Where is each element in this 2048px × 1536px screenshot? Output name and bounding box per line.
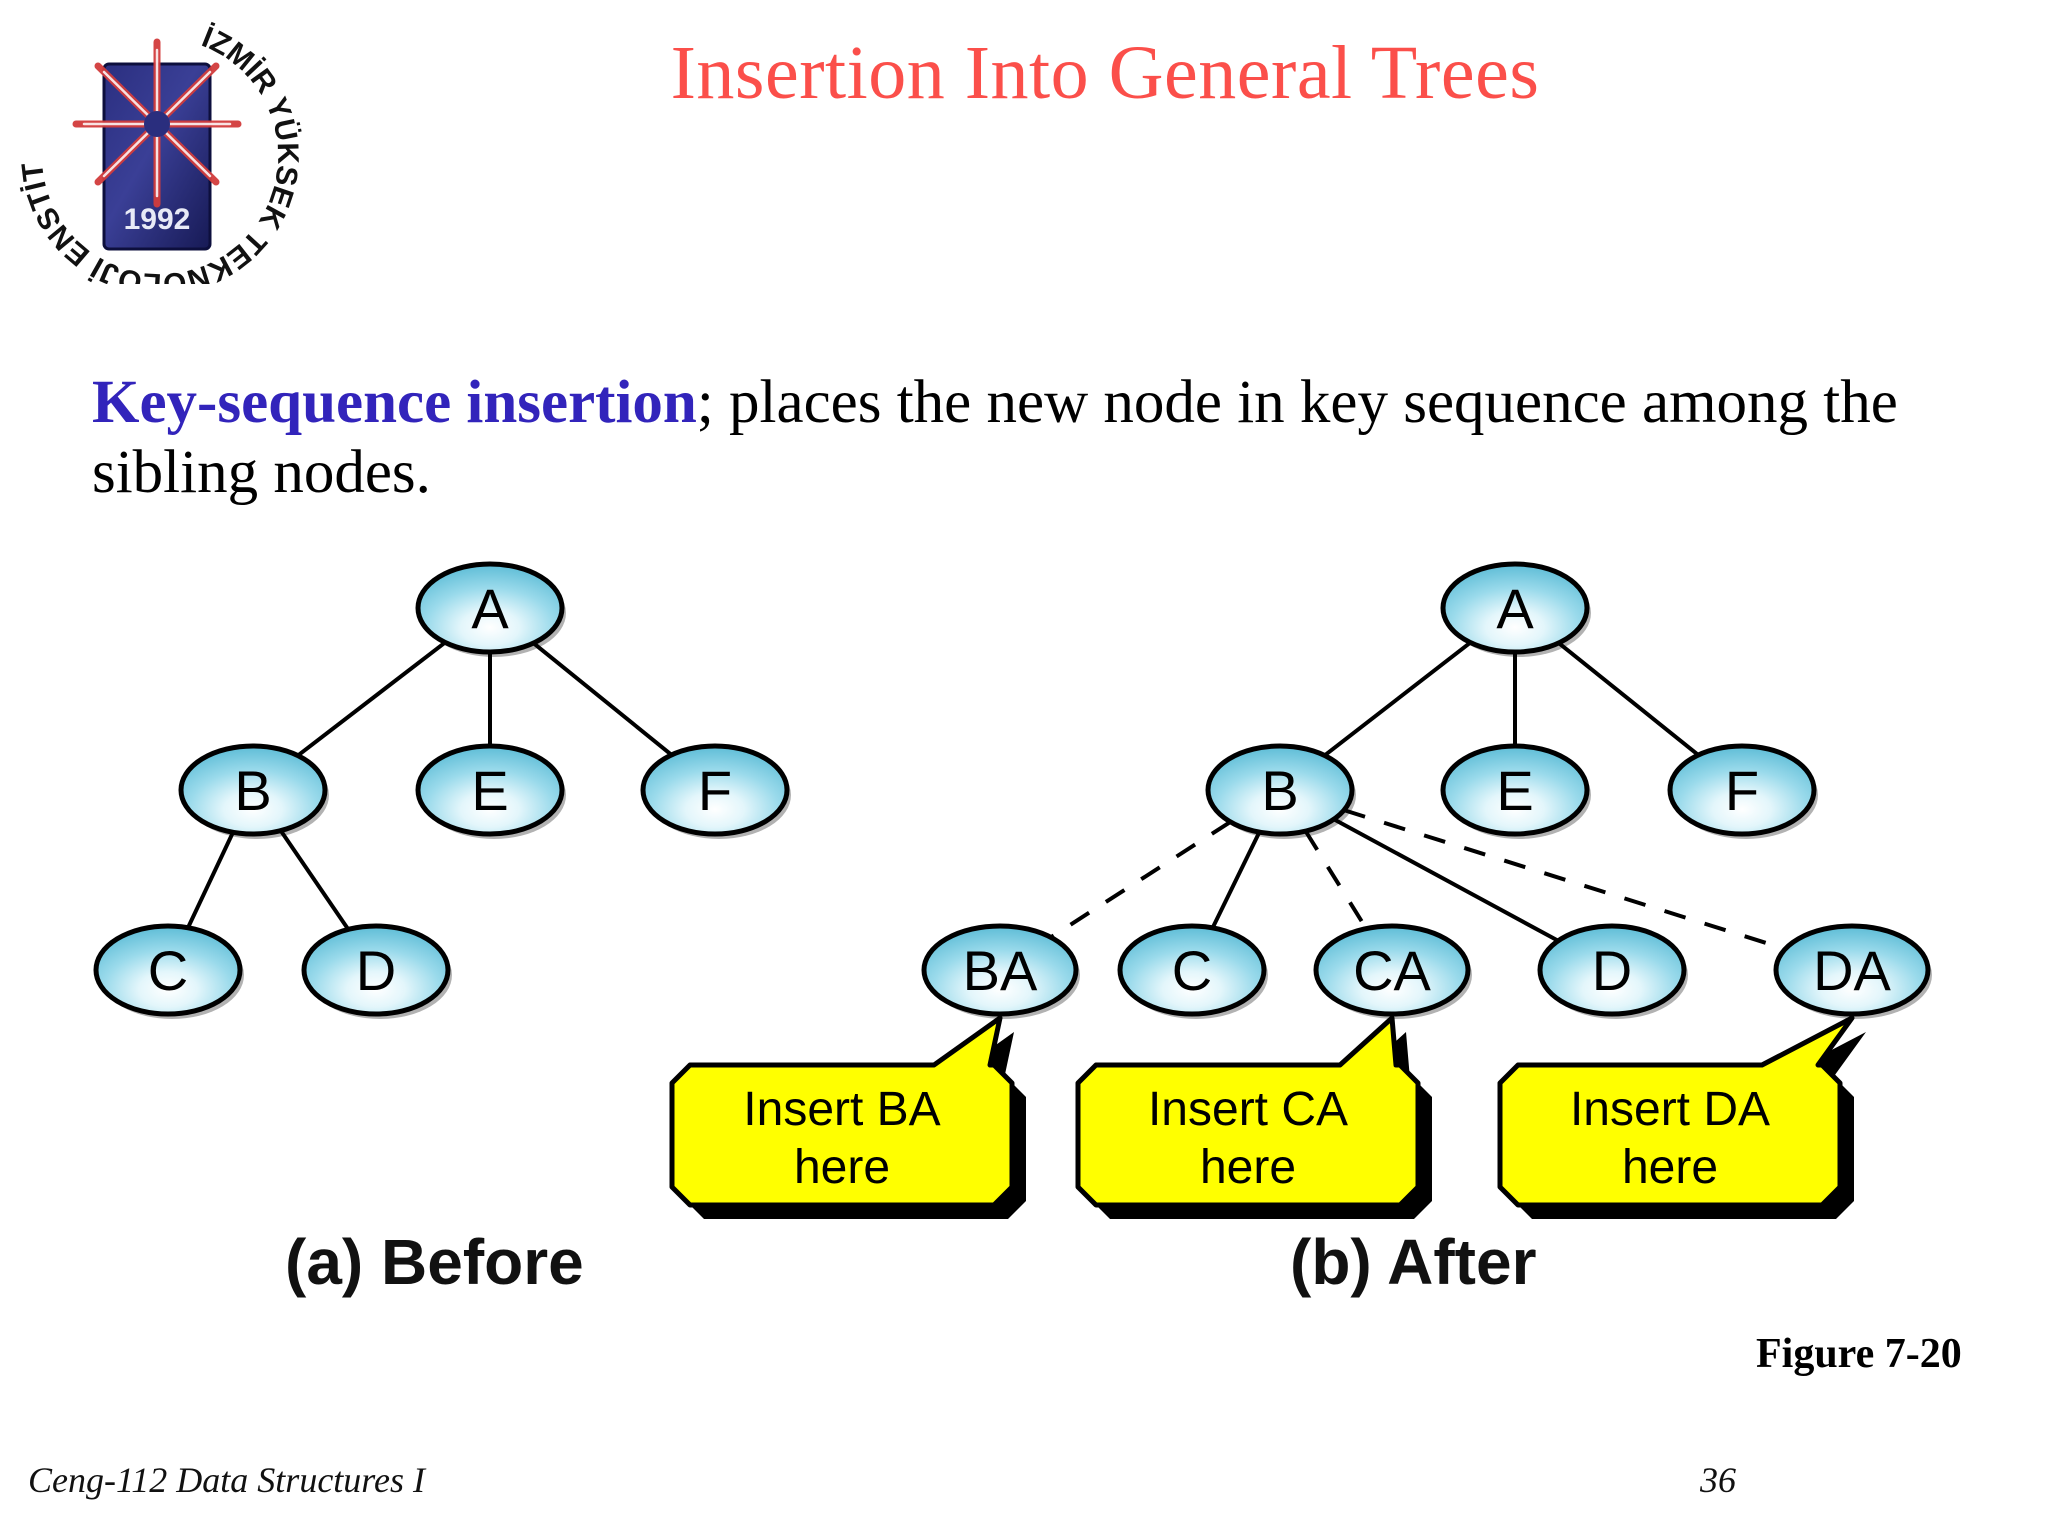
caption-before: (a) Before [285,1226,584,1298]
tree-node-before-d: D [301,923,452,1019]
tree-edge-b-c [1210,831,1262,929]
tree-node-label: B [234,759,271,822]
tree-node-after-da: DA [1773,923,1932,1019]
footer-page-number: 36 [1700,1460,1736,1500]
tree-node-label: DA [1813,939,1891,1002]
tree-node-before-b: B [178,743,329,839]
tree-node-after-f: F [1667,743,1818,839]
tree-node-before-c: C [93,923,244,1019]
tree-edge-b-c [186,831,235,929]
body-lead-term: Key-sequence insertion [92,369,697,436]
tree-node-after-e: E [1440,743,1591,839]
tree-node-label: A [1496,577,1534,640]
tree-node-label: C [1172,939,1212,1002]
page-title: Insertion Into General Trees [670,31,1540,115]
tree-node-label: E [1496,759,1533,822]
callout-line-2: here [1200,1141,1296,1194]
tree-node-after-a: A [1440,561,1591,657]
tree-edge-a-f [1557,641,1700,757]
tree-edge-b-ba [1049,820,1232,939]
callout-line-1: Insert DA [1570,1083,1770,1136]
tree-node-after-d: D [1537,923,1688,1019]
tree-edges [186,640,1786,951]
tree-node-before-f: F [640,743,791,839]
tree-edge-b-ca [1303,830,1368,930]
tree-edge-b-d [279,829,350,931]
tree-node-after-c: C [1117,923,1268,1019]
tree-node-label: A [471,577,509,640]
callout-line-2: here [1622,1141,1718,1194]
figure-number-label: Figure 7-20 [1756,1331,1962,1377]
tree-edge-b-da [1343,808,1786,951]
tree-node-before-e: E [415,743,566,839]
tree-edge-a-f [532,641,673,757]
tree-node-after-ba: BA [921,923,1080,1019]
tree-node-label: B [1261,759,1298,822]
logo-year: 1992 [124,203,191,236]
caption-after: (b) After [1290,1226,1537,1298]
callout-line-1: Insert BA [743,1083,940,1136]
tree-node-label: BA [963,939,1038,1002]
callout-line-2: here [794,1141,890,1194]
body-paragraph: Key-sequence insertion; places the new n… [92,368,1982,507]
tree-node-before-a: A [415,561,566,657]
body-rest-text: ; places the new node in key sequence am… [92,369,1898,506]
tree-node-label: F [1725,759,1759,822]
tree-node-after-b: B [1205,743,1356,839]
tree-node-label: C [148,939,188,1002]
iyte-logo: İZMİR YÜKSEK TEKNOLOJİ ENSTİTÜSÜ 1992 [0,0,310,300]
tree-node-after-ca: CA [1313,923,1472,1019]
tree-node-label: D [356,939,396,1002]
tree-edge-a-b [296,640,447,758]
logo-star-core [144,111,170,137]
tree-node-label: E [471,759,508,822]
tree-node-label: CA [1353,939,1431,1002]
tree-node-label: D [1592,939,1632,1002]
tree-edge-b-d [1332,817,1560,943]
callout-line-1: Insert CA [1148,1083,1348,1136]
tree-edge-a-b [1323,640,1472,758]
footer-course-label: Ceng-112 Data Structures I [28,1460,425,1500]
tree-node-label: F [698,759,732,822]
